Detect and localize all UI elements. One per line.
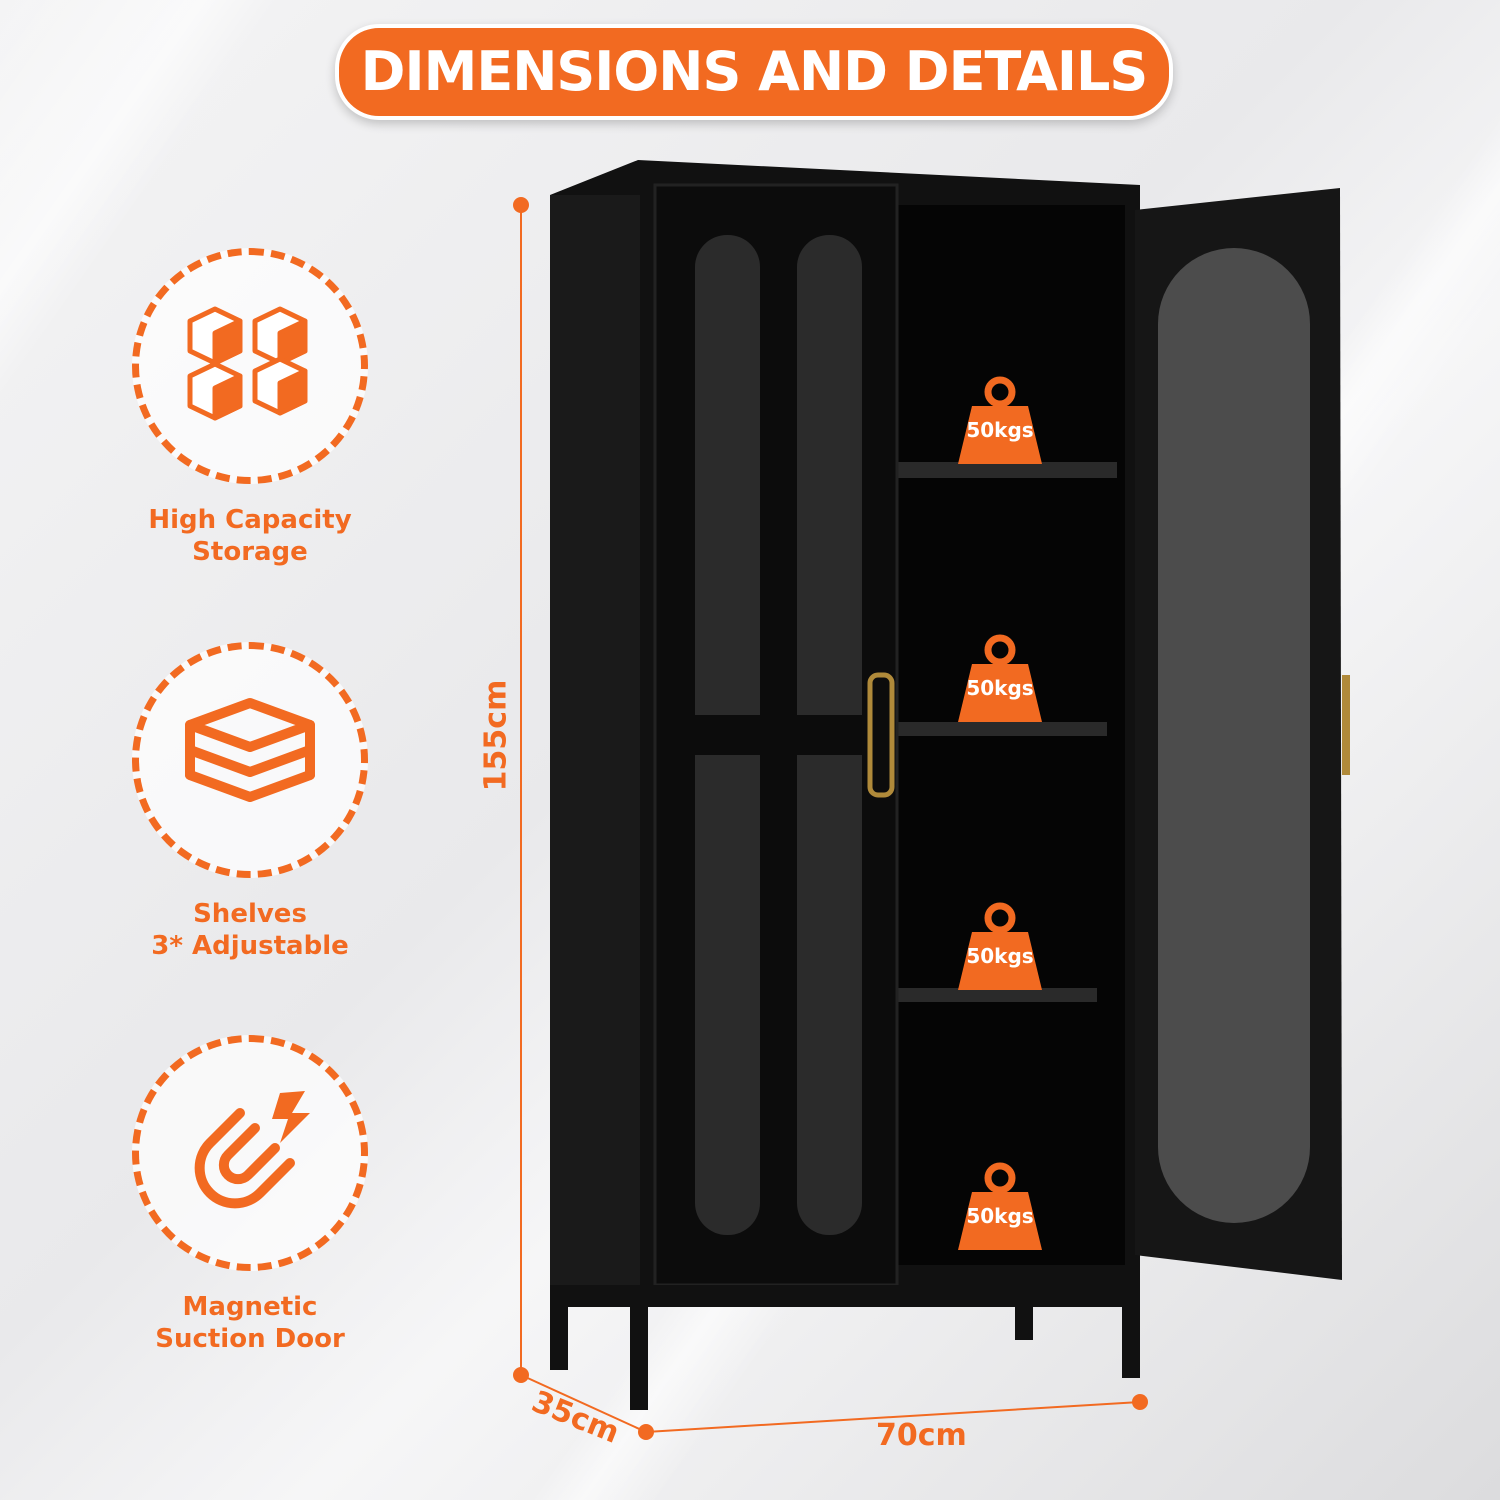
- depth-label: 35cm: [526, 1384, 625, 1451]
- magnet-icon: [132, 1035, 368, 1271]
- shelf-load-label: 50kgs: [966, 676, 1034, 700]
- width-label: 70cm: [876, 1418, 967, 1453]
- feature-label: 3* Adjustable: [151, 931, 349, 961]
- feature-label: Storage: [192, 537, 308, 567]
- weight-badge: 50kgs: [958, 634, 1042, 726]
- feature-label: Magnetic: [182, 1292, 318, 1322]
- page-title: DIMENSIONS AND DETAILS: [335, 24, 1173, 120]
- feature-label: Shelves: [193, 899, 307, 929]
- height-label: 155cm: [478, 679, 514, 792]
- weight-badge: 50kgs: [958, 376, 1042, 468]
- shelf-load-label: 50kgs: [966, 944, 1034, 968]
- shelf-load-label: 50kgs: [966, 418, 1034, 442]
- weight-badge: 50kgs: [958, 1162, 1042, 1254]
- cubes-icon: [132, 248, 368, 484]
- shelf-load-label: 50kgs: [966, 1204, 1034, 1228]
- layers-icon: [132, 642, 368, 878]
- weight-badge: 50kgs: [958, 902, 1042, 994]
- feature-label: High Capacity: [148, 505, 352, 535]
- feature-label: Suction Door: [155, 1324, 345, 1354]
